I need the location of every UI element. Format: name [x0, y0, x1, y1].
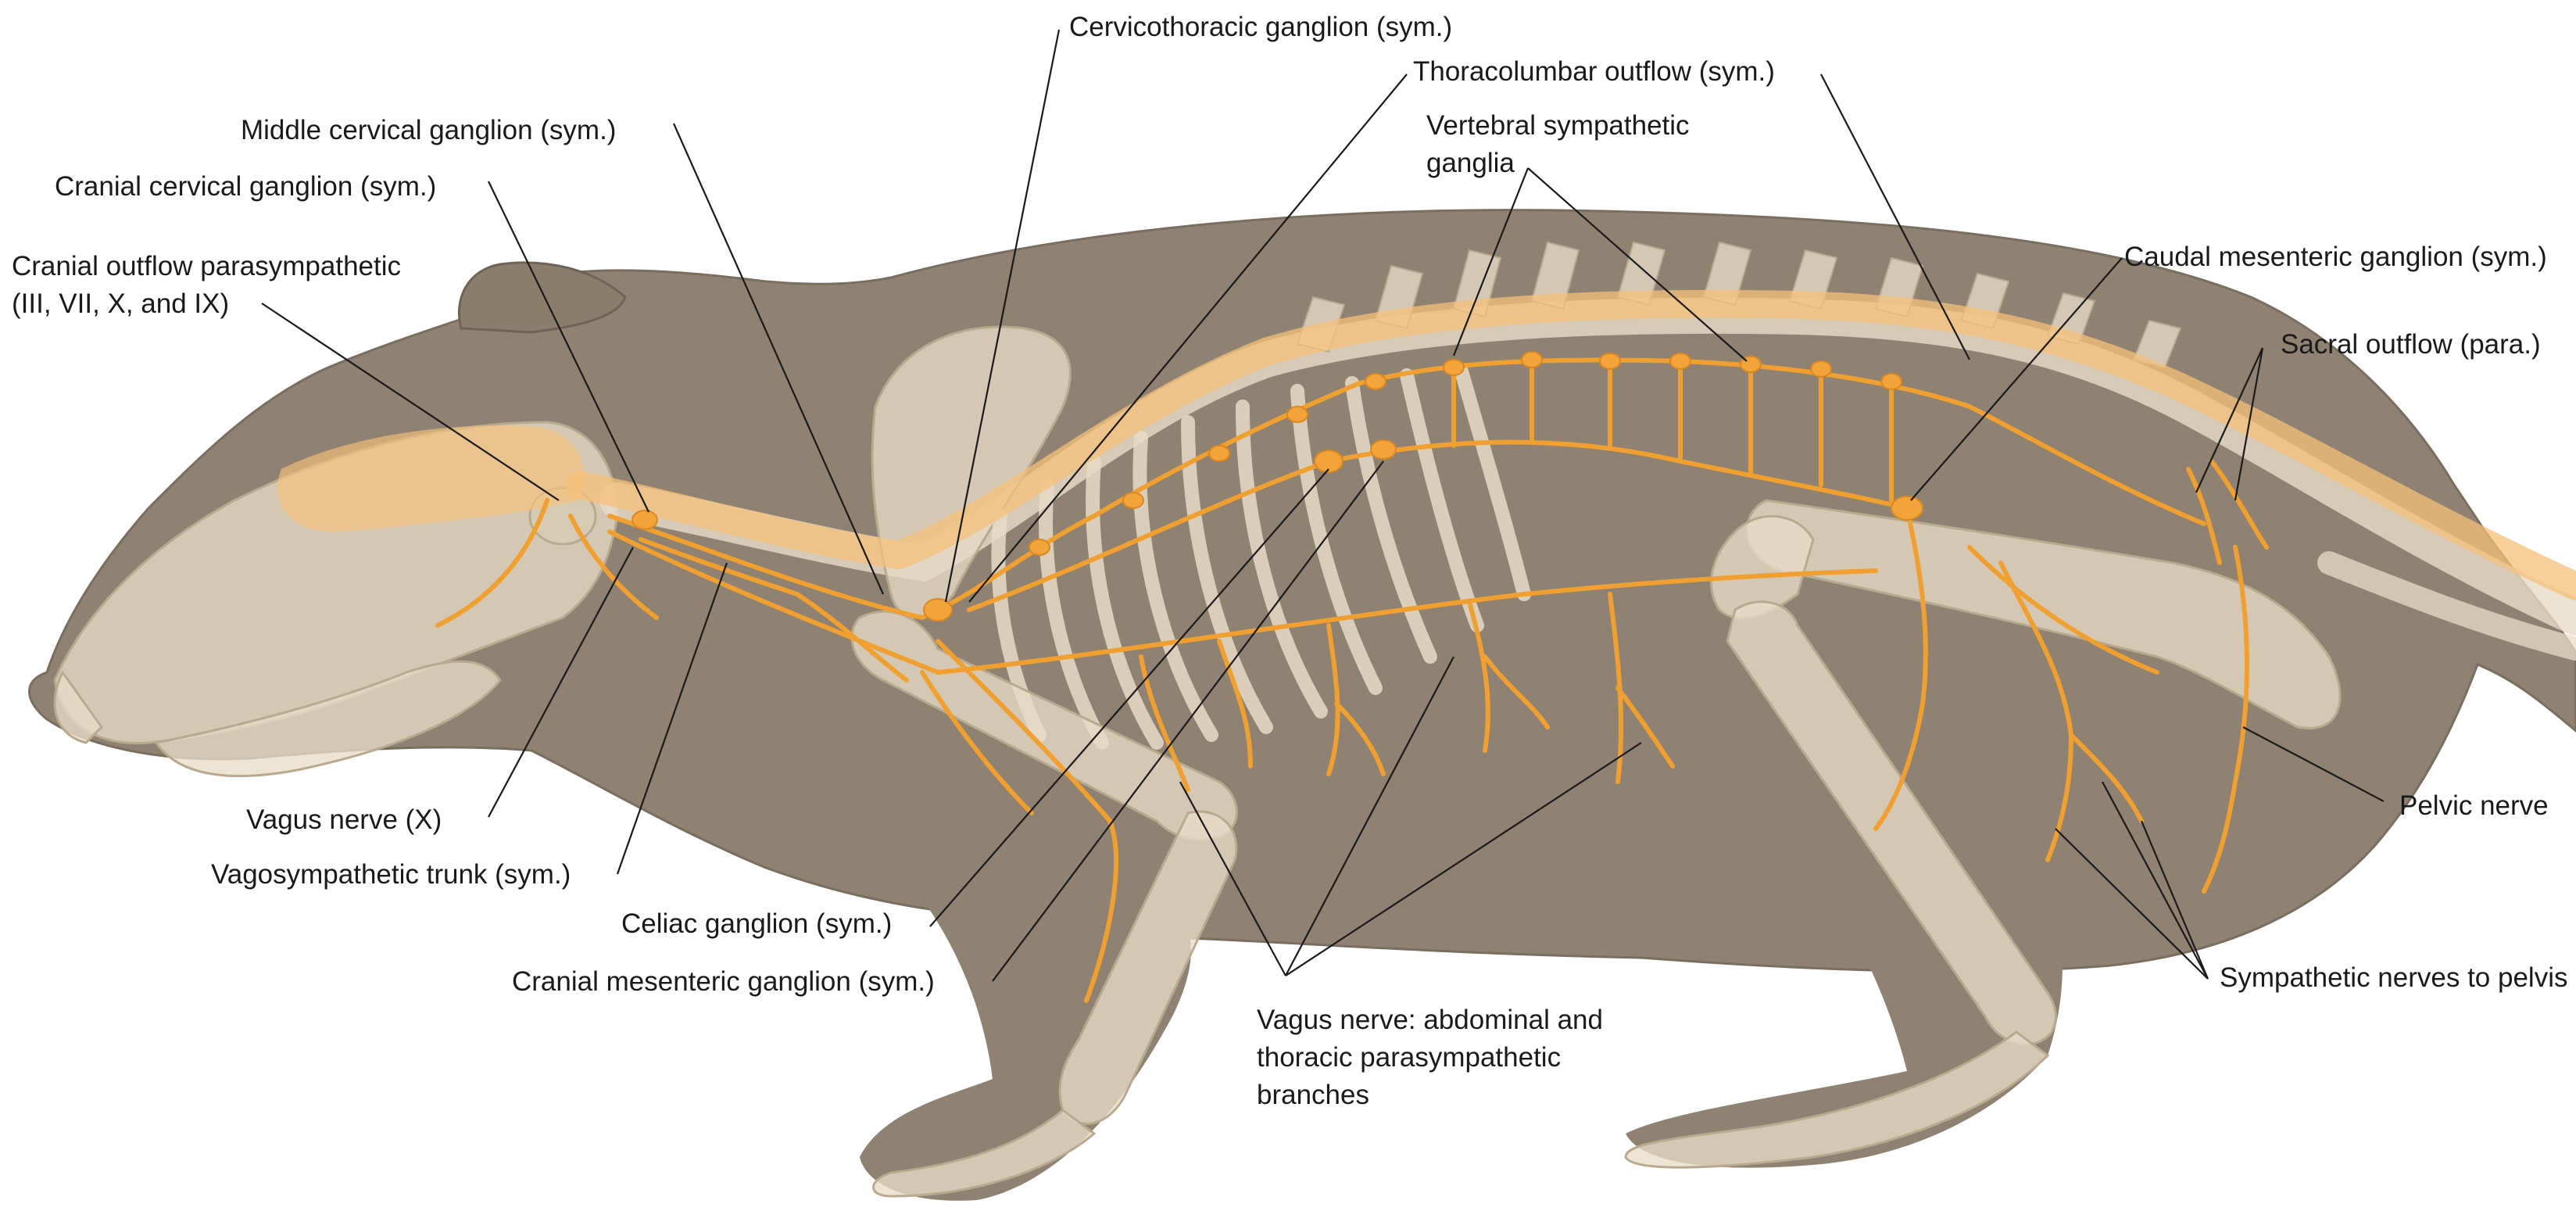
leader-sympathetic-pelvis-a — [2055, 828, 2209, 980]
leader-caudal-mesenteric — [1910, 257, 2123, 501]
label-cranial-mesenteric-ganglion: Cranial mesenteric ganglion (sym.) — [512, 966, 935, 997]
vagal-branch-2 — [1608, 592, 1675, 784]
cranial-cervical-ganglion-mark — [631, 510, 658, 530]
leader-vagus — [488, 546, 634, 818]
leader-vagus-branches-b — [1285, 742, 1642, 976]
vagus-trunk — [607, 529, 1878, 675]
label-middle-cervical-ganglion: Middle cervical ganglion (sym.) — [241, 115, 616, 145]
label-vagus-branches-3: branches — [1257, 1080, 1369, 1110]
pelvis — [1745, 499, 2342, 729]
cranial-mesenteric-ganglion-mark — [1370, 439, 1397, 460]
leader-sacral-b — [2234, 347, 2264, 501]
hind-paw — [1624, 1030, 2050, 1169]
leader-vagus-branches-c — [1179, 781, 1286, 976]
mandible — [154, 660, 502, 778]
incisor — [53, 670, 103, 744]
nerve-fibers — [435, 357, 2269, 1003]
label-vertebral-sympathetic-ganglia-2: ganglia — [1426, 148, 1515, 178]
label-celiac-ganglion: Celiac ganglion (sym.) — [621, 908, 892, 939]
ganglia — [631, 351, 1923, 622]
leader-vertebral-ganglia-a — [1452, 167, 1530, 357]
cervicothoracic-ganglion-mark — [923, 598, 953, 622]
leader-cranial-cervical — [488, 181, 649, 513]
nervous-system — [277, 289, 2576, 1003]
caudal-mesenteric-ganglion-mark — [1891, 496, 1923, 521]
label-cranial-outflow-1: Cranial outflow parasympathetic — [12, 251, 401, 281]
label-vagus-nerve: Vagus nerve (X) — [246, 804, 442, 835]
pelvic-nerve-path — [2202, 545, 2249, 894]
leader-middle-cervical — [672, 123, 885, 595]
label-cranial-outflow-2: (III, VII, X, and IX) — [12, 288, 229, 319]
leader-sacral-a — [2195, 347, 2263, 493]
leader-vagosympathetic — [616, 562, 728, 875]
label-vagus-branches-2: thoracic parasympathetic — [1257, 1042, 1561, 1073]
labels: Cervicothoracic ganglion (sym.) Thoracol… — [12, 12, 2567, 1110]
label-thoracolumbar-outflow: Thoracolumbar outflow (sym.) — [1413, 56, 1775, 87]
leader-celiac — [929, 468, 1329, 927]
radius-ulna — [1058, 810, 1238, 1125]
label-cervicothoracic-ganglion: Cervicothoracic ganglion (sym.) — [1069, 12, 1452, 42]
label-sacral-outflow: Sacral outflow (para.) — [2281, 329, 2541, 360]
label-vertebral-sympathetic-ganglia-1: Vertebral sympathetic — [1426, 110, 1690, 141]
leader-vagus-branches-a — [1285, 656, 1454, 976]
label-vagosympathetic-trunk: Vagosympathetic trunk (sym.) — [211, 859, 571, 890]
label-pelvic-nerve: Pelvic nerve — [2399, 790, 2549, 821]
leader-pelvic — [2242, 726, 2385, 802]
ribs — [991, 364, 1531, 750]
vertebral-ganglion-mark — [1286, 406, 1308, 423]
leader-thoracolumbar-right — [1820, 73, 1970, 360]
leader-sympathetic-pelvis-b — [2102, 781, 2209, 980]
vagal-branch-1 — [1467, 600, 1550, 753]
label-cranial-cervical-ganglion: Cranial cervical ganglion (sym.) — [55, 171, 436, 202]
label-sympathetic-nerves-pelvis: Sympathetic nerves to pelvis — [2220, 962, 2567, 993]
leader-cranial-outflow — [261, 303, 560, 501]
front-leg-flesh — [860, 899, 1191, 1201]
leader-lines — [261, 29, 2385, 982]
leader-vertebral-ganglia-b — [1527, 167, 1748, 362]
celiac-ganglion-mark — [1314, 450, 1343, 473]
tibia — [1726, 600, 2057, 1045]
leader-cervicothoracic — [944, 29, 1061, 603]
label-caudal-mesenteric-ganglion: Caudal mesenteric ganglion (sym.) — [2124, 242, 2547, 272]
brain — [277, 425, 585, 532]
ear — [457, 261, 627, 334]
prevertebral-chain — [967, 439, 1909, 612]
leader-sympathetic-pelvis-c — [2140, 820, 2209, 980]
sympathetic-trunk — [607, 357, 2206, 620]
leader-cranial-mesenteric — [992, 460, 1384, 982]
vagal-branch-3 — [1326, 623, 1386, 776]
leader-thoracolumbar — [968, 73, 1408, 603]
label-vagus-branches-1: Vagus nerve: abdominal and — [1257, 1005, 1603, 1035]
spinal-cord — [564, 289, 2576, 600]
fore-paw — [872, 1109, 1097, 1198]
tail — [2317, 551, 2576, 661]
